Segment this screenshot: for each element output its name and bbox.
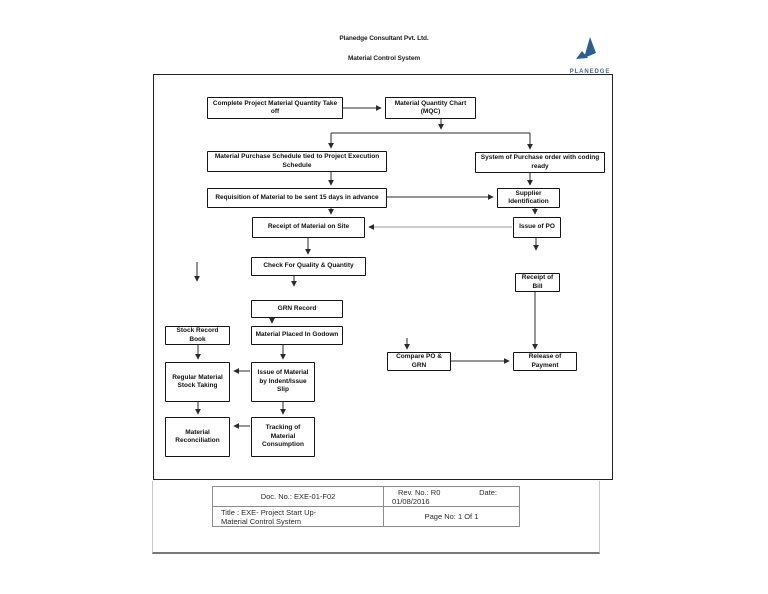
title-line2: Material Control System <box>221 516 302 526</box>
node-issuemat: Issue of Material by Indent/Issue Slip <box>251 362 315 402</box>
document-control-table: Doc. No.: EXE-01-F02 Rev. No.: R0 Date: … <box>212 486 520 527</box>
node-compare: Compare PO & GRN <box>387 352 451 371</box>
table-row: Title : EXE- Project Start Up- Material … <box>213 507 519 526</box>
node-supplier: Supplier Identification <box>497 188 560 208</box>
company-name: Planedge Consultant Pvt. Ltd. <box>339 35 429 42</box>
date-value: 01/08/2016 <box>392 496 430 506</box>
table-row: Doc. No.: EXE-01-F02 Rev. No.: R0 Date: … <box>213 487 519 507</box>
node-stockrecord: Stock Record Book <box>165 326 230 345</box>
rev-no: Rev. No.: R0 <box>398 487 441 497</box>
node-mqc: Material Quantity Chart (MQC) <box>385 97 476 119</box>
node-receiptbill: Receipt of Bill <box>515 273 560 292</box>
node-requisition: Requisition of Material to be sent 15 da… <box>207 188 387 208</box>
node-reconciliation: Material Reconciliation <box>165 417 230 457</box>
title-cell: Title : EXE- Project Start Up- Material … <box>213 507 384 526</box>
sail-logo-icon <box>576 37 596 59</box>
node-takeoff: Complete Project Material Quantity Take … <box>207 97 343 119</box>
node-tracking: Tracking of Material Consumption <box>251 417 315 457</box>
node-godown: Material Placed In Godown <box>251 326 343 345</box>
node-schedule: Material Purchase Schedule tied to Proje… <box>207 151 387 172</box>
page-title: Material Control System <box>347 55 421 62</box>
logo-wordmark: PLANEDGE <box>569 69 611 75</box>
node-grn: GRN Record <box>251 300 343 318</box>
node-regstock: Regular Material Stock Taking <box>165 362 230 402</box>
node-check: Check For Quality & Quantity <box>251 257 366 276</box>
node-issuepo: Issue of PO <box>513 217 561 238</box>
node-receiptsite: Receipt of Material on Site <box>252 217 365 238</box>
doc-no-cell: Doc. No.: EXE-01-F02 <box>213 487 384 506</box>
page-no-cell: Page No: 1 Of 1 <box>424 512 479 521</box>
node-release: Release of Payment <box>513 352 577 371</box>
date-label: Date: <box>479 487 497 497</box>
rev-date-cell: Rev. No.: R0 Date: 01/08/2016 <box>384 487 519 506</box>
node-posystem: System of Purchase order with coding rea… <box>475 152 605 173</box>
title-line1: Title : EXE- Project Start Up- <box>221 507 317 517</box>
